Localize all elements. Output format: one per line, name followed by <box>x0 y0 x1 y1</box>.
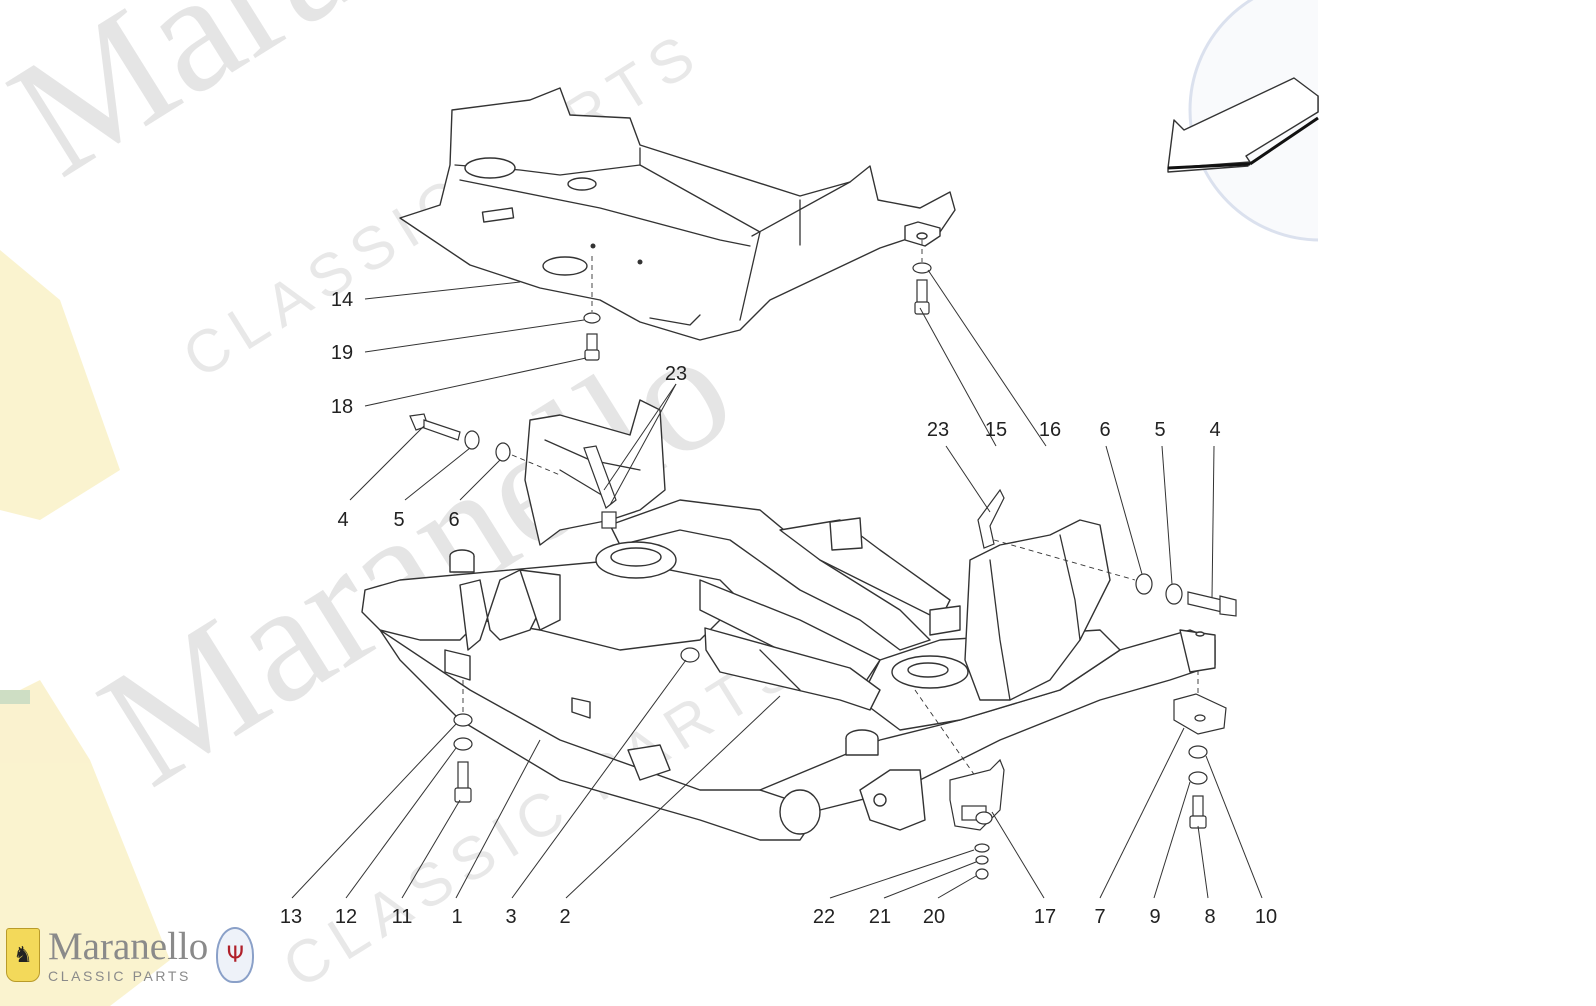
brand-text: Maranello CLASSIC PARTS <box>48 927 208 983</box>
reinforcement-plate-part-2 <box>704 627 881 711</box>
washer-10 <box>1188 745 1208 759</box>
brand-subtitle: CLASSIC PARTS <box>48 968 191 984</box>
top-right-emblem-decor <box>1188 0 1596 300</box>
right-bolt-set <box>680 488 1237 663</box>
washer-13 <box>453 713 473 727</box>
callout-2: 2 <box>559 906 570 928</box>
bolt-4-right <box>1187 591 1223 613</box>
washer-21 <box>975 855 989 865</box>
callout-4-right: 4 <box>1209 419 1220 441</box>
callout-9: 9 <box>1149 906 1160 928</box>
lower-right-fasteners <box>1173 670 1227 829</box>
callout-3: 3 <box>505 906 516 928</box>
callout-23-right: 23 <box>927 419 949 441</box>
callout-12: 12 <box>335 906 357 928</box>
clip-23-right <box>977 488 1005 549</box>
bolt-15 <box>916 279 928 305</box>
callout-4-left: 4 <box>337 509 348 531</box>
washer-12 <box>453 737 473 751</box>
callout-21: 21 <box>869 906 891 928</box>
callout-19: 19 <box>331 342 353 364</box>
callout-labels: 14 19 18 23 4 5 6 23 15 16 6 5 4 13 12 1… <box>280 289 1277 928</box>
callout-11: 11 <box>392 906 413 928</box>
nut-20 <box>975 868 989 880</box>
callout-18: 18 <box>331 396 353 418</box>
brand-footer: ♞ Maranello CLASSIC PARTS Ψ <box>6 924 255 986</box>
leader-lines <box>291 269 1263 899</box>
callout-22: 22 <box>813 906 835 928</box>
underbody-shield-part-14 <box>399 87 956 341</box>
callout-5-right: 5 <box>1154 419 1165 441</box>
front-subframe-part-1 <box>361 399 1216 841</box>
clamp-and-nuts <box>914 689 1005 880</box>
washer-22 <box>974 843 990 853</box>
callout-6-right: 6 <box>1099 419 1110 441</box>
callout-5-left: 5 <box>393 509 404 531</box>
clip-23-left <box>583 445 617 509</box>
callout-13: 13 <box>280 906 302 928</box>
callout-15: 15 <box>985 419 1007 441</box>
callout-8: 8 <box>1204 906 1215 928</box>
washer-5-right <box>1165 583 1183 605</box>
trident-emblem-icon: Ψ <box>216 927 255 983</box>
callout-7: 7 <box>1094 906 1105 928</box>
left-bolt-set <box>409 413 617 529</box>
washer-16 <box>912 262 932 274</box>
callout-17: 17 <box>1034 906 1056 928</box>
lower-left-fasteners <box>453 680 473 803</box>
shield-fasteners <box>583 240 932 361</box>
left-shield-decor <box>0 250 170 1006</box>
washer-5-left <box>464 430 480 450</box>
brand-name: Maranello <box>48 925 209 968</box>
callout-10: 10 <box>1255 906 1277 928</box>
plate-7 <box>1173 693 1227 735</box>
front-direction-arrow-icon <box>1167 77 1319 173</box>
callout-1: 1 <box>451 906 462 928</box>
stallion-shield-icon: ♞ <box>6 928 40 982</box>
callout-6-left: 6 <box>448 509 459 531</box>
nut-3 <box>680 647 700 663</box>
washer-6-right <box>1135 573 1153 595</box>
callout-14: 14 <box>331 289 353 311</box>
callout-20: 20 <box>923 906 945 928</box>
washer-9 <box>1188 771 1208 785</box>
washer-19 <box>583 312 601 324</box>
washer-6-left <box>495 442 511 462</box>
callout-23-left: 23 <box>665 363 687 385</box>
bolt-3-stud <box>601 511 617 529</box>
callout-16: 16 <box>1039 419 1061 441</box>
